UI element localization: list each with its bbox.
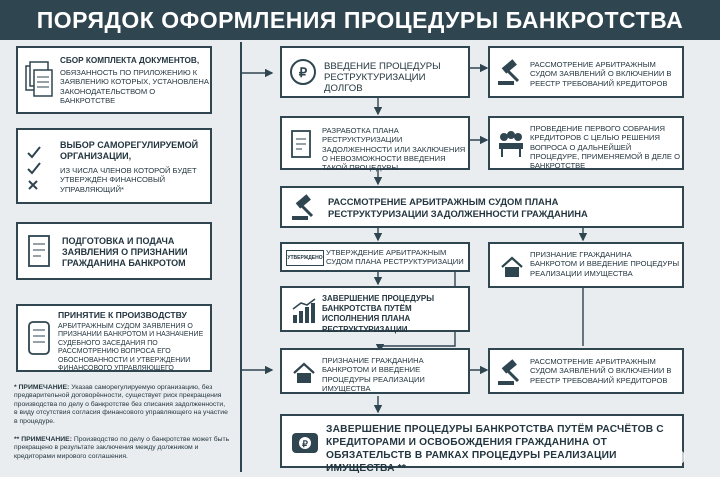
growth-chart-icon bbox=[290, 296, 318, 326]
note-1-label: ПРИМЕЧАНИЕ: bbox=[18, 384, 70, 391]
note-1-text: Указав саморегулируемую организацию, без… bbox=[14, 384, 228, 425]
wallet-icon: ₽ bbox=[290, 426, 320, 458]
column-divider bbox=[240, 42, 242, 472]
note-1-mark: * bbox=[14, 384, 17, 391]
documents-icon bbox=[24, 58, 54, 102]
note-2-mark: ** bbox=[14, 436, 20, 443]
document-pen-icon bbox=[26, 232, 54, 272]
scroll-icon bbox=[24, 316, 54, 360]
note-2-label: ПРИМЕЧАНИЕ: bbox=[21, 436, 72, 443]
step-collect-documents: СБОР КОМПЛЕКТА ДОКУМЕНТОВ, ОБЯЗАННОСТЬ П… bbox=[16, 46, 212, 114]
plan-document-icon bbox=[288, 128, 316, 162]
step-court-claims-2: РАССМОТРЕНИЕ АРБИТРАЖНЫМ СУДОМ ЗАЯВЛЕНИЙ… bbox=[488, 348, 684, 394]
checklist-icon bbox=[24, 144, 52, 192]
step-bankrupt-recognition-1-text: ПРИЗНАНИЕ ГРАЖДАНИНА БАНКРОТОМ И ВВЕДЕНИ… bbox=[530, 250, 680, 278]
step-choose-sro-text: ИЗ ЧИСЛА ЧЛЕНОВ КОТОРОЙ БУДЕТ УТВЕРЖДЁН … bbox=[60, 166, 197, 194]
step-accept-proceedings-text: АРБИТРАЖНЫМ СУДОМ ЗАЯВЛЕНИЯ О ПРИЗНАНИИ … bbox=[58, 323, 204, 373]
page-title: ПОРЯДОК ОФОРМЛЕНИЯ ПРОЦЕДУРЫ БАНКРОТСТВА bbox=[0, 0, 720, 40]
approved-stamp: УТВЕРЖДЕНО bbox=[286, 250, 324, 266]
note-2: ** ПРИМЕЧАНИЕ: Производство по делу о ба… bbox=[14, 436, 230, 461]
step-final-completion: ₽ ЗАВЕРШЕНИЕ ПРОЦЕДУРЫ БАНКРОТСТВА ПУТЁМ… bbox=[280, 414, 684, 474]
note-2-text: Производство по делу о банкротстве может… bbox=[14, 436, 230, 460]
step-bankrupt-recognition-2-text: ПРИЗНАНИЕ ГРАЖДАНИНА БАНКРОТОМ И ВВЕДЕНИ… bbox=[322, 356, 425, 393]
approved-stamp-text: УТВЕРЖДЕНО bbox=[287, 255, 323, 261]
note-1: * ПРИМЕЧАНИЕ: Указав саморегулируемую ор… bbox=[14, 384, 230, 426]
step-court-plan-review: РАССМОТРЕНИЕ АРБИТРАЖНЫМ СУДОМ ПЛАНА РЕС… bbox=[280, 186, 684, 228]
step-final-completion-text: ЗАВЕРШЕНИЕ ПРОЦЕДУРЫ БАНКРОТСТВА ПУТЁМ Р… bbox=[326, 424, 664, 474]
step-bankrupt-recognition-1: ПРИЗНАНИЕ ГРАЖДАНИНА БАНКРОТОМ И ВВЕДЕНИ… bbox=[488, 242, 684, 288]
avito-watermark: Avito bbox=[618, 440, 688, 470]
meeting-icon bbox=[496, 128, 526, 160]
gavel-icon bbox=[496, 58, 524, 88]
step-bankrupt-recognition-2: ПРИЗНАНИЕ ГРАЖДАНИНА БАНКРОТОМ И ВВЕДЕНИ… bbox=[280, 348, 470, 394]
step-plan-development-text: РАЗРАБОТКА ПЛАНА РЕСТРУКТУРИЗАЦИИ ЗАДОЛЖ… bbox=[322, 126, 466, 173]
step-file-application: ПОДГОТОВКА И ПОДАЧА ЗАЯВЛЕНИЯ О ПРИЗНАНИ… bbox=[16, 222, 212, 280]
step-first-creditors-meeting: ПРОВЕДЕНИЕ ПЕРВОГО СОБРАНИЯ КРЕДИТОРОВ С… bbox=[488, 116, 684, 170]
step-file-application-title: ПОДГОТОВКА И ПОДАЧА ЗАЯВЛЕНИЯ О ПРИЗНАНИ… bbox=[62, 236, 188, 268]
step-court-claims-1-text: РАССМОТРЕНИЕ АРБИТРАЖНЫМ СУДОМ ЗАЯВЛЕНИЙ… bbox=[530, 60, 672, 88]
svg-text:₽: ₽ bbox=[302, 439, 308, 449]
gavel-icon bbox=[290, 194, 318, 222]
step-plan-approval-text: УТВЕРЖДЕНИЕ АРБИТРАЖНЫМ СУДОМ ПЛАНА РЕСТ… bbox=[326, 248, 464, 267]
svg-text:₽: ₽ bbox=[299, 65, 308, 80]
house-icon bbox=[498, 254, 526, 280]
step-restructuring-intro-text: ВВЕДЕНИЕ ПРОЦЕДУРЫ РЕСТРУКТУРИЗАЦИИ ДОЛГ… bbox=[324, 61, 441, 94]
step-restructuring-intro: ₽ ВВЕДЕНИЕ ПРОЦЕДУРЫ РЕСТРУКТУРИЗАЦИИ ДО… bbox=[280, 46, 470, 98]
step-plan-completion: ЗАВЕРШЕНИЕ ПРОЦЕДУРЫ БАНКРОТСТВА ПУТЁМ И… bbox=[280, 286, 470, 334]
step-choose-sro: ВЫБОР САМОРЕГУЛИРУЕМОЙ ОРГАНИЗАЦИИ, ИЗ Ч… bbox=[16, 128, 212, 204]
ruble-coin-icon: ₽ bbox=[288, 57, 318, 87]
step-plan-development: РАЗРАБОТКА ПЛАНА РЕСТРУКТУРИЗАЦИИ ЗАДОЛЖ… bbox=[280, 116, 470, 173]
step-first-creditors-meeting-text: ПРОВЕДЕНИЕ ПЕРВОГО СОБРАНИЯ КРЕДИТОРОВ С… bbox=[530, 124, 680, 171]
gavel-icon bbox=[496, 359, 524, 387]
step-court-plan-review-text: РАССМОТРЕНИЕ АРБИТРАЖНЫМ СУДОМ ПЛАНА РЕС… bbox=[328, 196, 588, 219]
step-plan-approval: УТВЕРЖДЕНО УТВЕРЖДЕНИЕ АРБИТРАЖНЫМ СУДОМ… bbox=[280, 242, 470, 272]
step-accept-proceedings: ПРИНЯТИЕ К ПРОИЗВОДСТВУ АРБИТРАЖНЫМ СУДО… bbox=[16, 304, 212, 372]
step-court-claims-2-text: РАССМОТРЕНИЕ АРБИТРАЖНЫМ СУДОМ ЗАЯВЛЕНИЙ… bbox=[530, 357, 672, 385]
step-accept-proceedings-title: ПРИНЯТИЕ К ПРОИЗВОДСТВУ bbox=[58, 310, 187, 320]
step-court-claims-1: РАССМОТРЕНИЕ АРБИТРАЖНЫМ СУДОМ ЗАЯВЛЕНИЙ… bbox=[488, 46, 684, 98]
step-plan-completion-text: ЗАВЕРШЕНИЕ ПРОЦЕДУРЫ БАНКРОТСТВА ПУТЁМ И… bbox=[322, 294, 435, 334]
step-collect-documents-title: СБОР КОМПЛЕКТА ДОКУМЕНТОВ, bbox=[60, 56, 200, 65]
step-choose-sro-title: ВЫБОР САМОРЕГУЛИРУЕМОЙ ОРГАНИЗАЦИИ, bbox=[60, 140, 199, 161]
house-icon bbox=[290, 360, 318, 386]
step-collect-documents-text: ОБЯЗАННОСТЬ ПО ПРИЛОЖЕНИЮ К ЗАЯВЛЕНИЮ КО… bbox=[60, 68, 209, 105]
